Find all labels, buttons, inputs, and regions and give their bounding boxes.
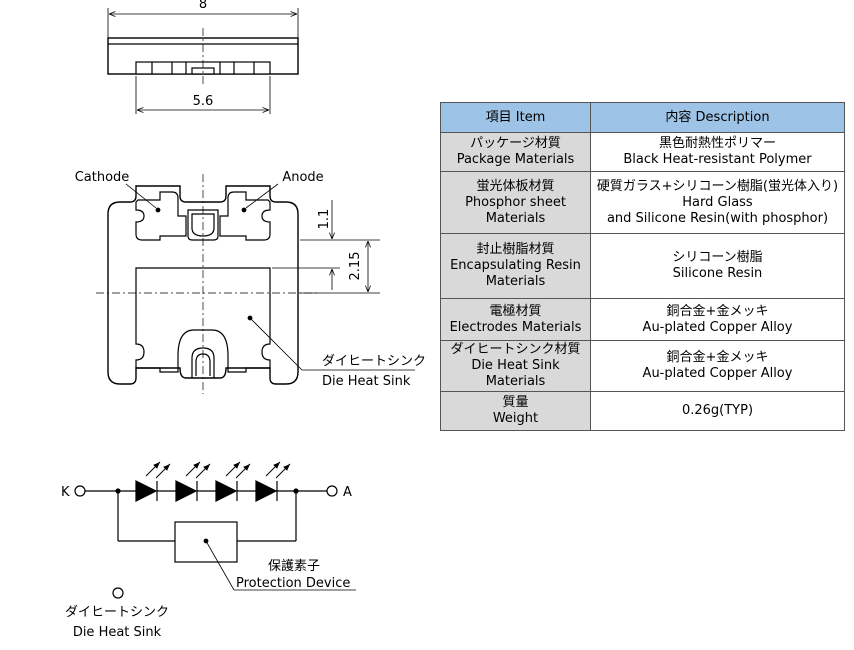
heat-sink-symbol-label-en: Die Heat Sink	[73, 625, 162, 640]
description-text: Hard Glass	[682, 194, 753, 210]
table-header-row: 項目 Item 内容 Description	[440, 102, 845, 133]
description-text: シリコーン樹脂	[672, 250, 763, 265]
led-diode-icon	[175, 461, 211, 502]
dim-gap-height: 1.1	[317, 209, 332, 230]
item-text: Weight	[492, 411, 539, 426]
item-text: Electrodes Materials	[449, 319, 582, 335]
dim-inner-width: 5.6	[193, 94, 214, 109]
heat-sink-symbol-label-jp: ダイヒートシンク	[65, 605, 169, 620]
item-text: 電極材質	[489, 303, 542, 319]
item-text: Materials	[485, 210, 546, 226]
header-item: 項目 Item	[440, 102, 591, 133]
anode-label: Anode	[282, 170, 323, 185]
led-diode-icon	[255, 461, 291, 502]
item-text: パッケージ材質	[470, 136, 561, 151]
die-heat-sink-label-en: Die Heat Sink	[322, 374, 411, 389]
item-text: 質量	[502, 395, 529, 410]
led-diode-icon	[135, 461, 171, 502]
circuit-diagram	[74, 485, 356, 599]
led-string	[135, 461, 291, 502]
led-diode-icon	[215, 461, 251, 502]
item-text: 蛍光体板材質	[476, 178, 555, 194]
item-text: 封止樹脂材質	[476, 242, 555, 257]
description-text: 0.26g(TYP)	[681, 403, 754, 418]
description-text: Au-plated Copper Alloy	[642, 366, 793, 381]
item-text: Phosphor sheet	[465, 194, 566, 210]
item-text: Package Materials	[456, 152, 575, 167]
protection-device-label-en: Protection Device	[236, 576, 350, 591]
item-text: Materials	[485, 274, 546, 289]
cathode-label: Cathode	[75, 170, 130, 185]
description-text: 硬質ガラス+シリコーン樹脂(蛍光体入り)	[596, 178, 839, 194]
item-text: Materials	[485, 374, 546, 389]
dim-pad-height: 2.15	[348, 252, 363, 281]
item-text: Encapsulating Resin	[450, 258, 581, 273]
description-text: Silicone Resin	[672, 266, 763, 281]
terminal-k-label: K	[61, 485, 70, 500]
top-view	[96, 174, 415, 394]
dim-overall-width: 8	[199, 0, 207, 12]
die-heat-sink-label-jp: ダイヒートシンク	[322, 354, 426, 369]
terminal-a-label: A	[343, 485, 352, 500]
description-text: 黒色耐熱性ポリマー	[658, 136, 776, 151]
description-text: and Silicone Resin(with phosphor)	[606, 210, 829, 226]
description-text: Au-plated Copper Alloy	[642, 319, 793, 335]
item-text: Die Heat Sink	[471, 358, 560, 373]
item-text: ダイヒートシンク材質	[450, 342, 581, 357]
description-text: 銅合金+金メッキ	[666, 303, 769, 319]
protection-device-label-jp: 保護素子	[268, 558, 320, 574]
description-cell: 0.26g(TYP)	[590, 391, 845, 431]
description-text: 銅合金+金メッキ	[666, 350, 769, 365]
side-view	[107, 8, 299, 114]
header-description: 内容 Description	[590, 102, 845, 133]
description-text: Black Heat-resistant Polymer	[623, 152, 812, 167]
